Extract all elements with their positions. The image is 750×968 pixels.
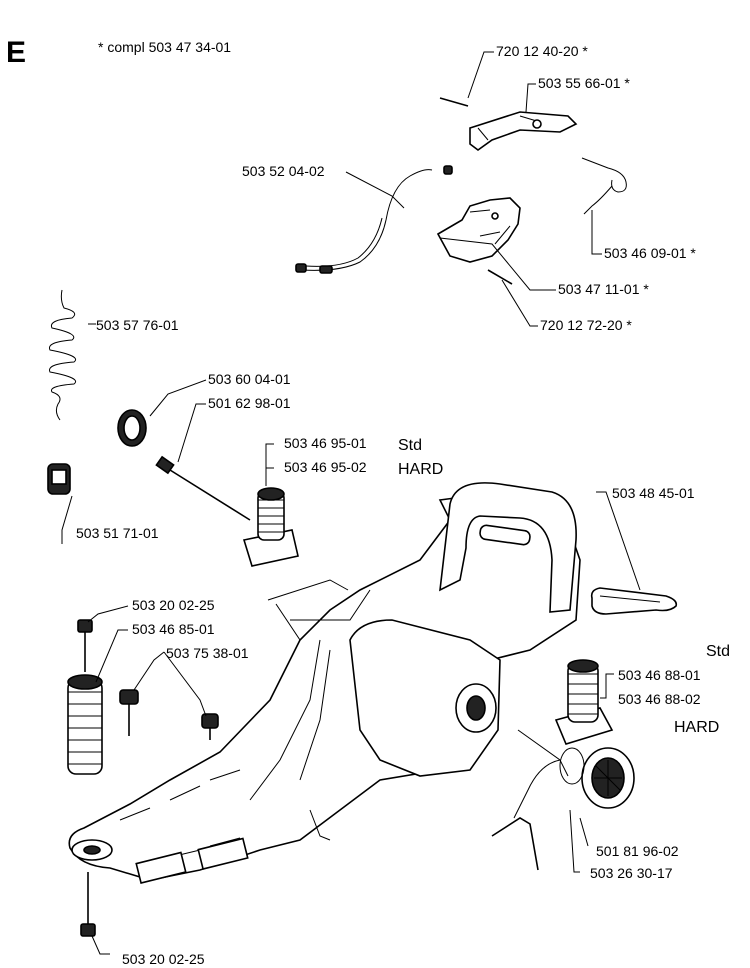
part-labels: 720 12 40-20 * 503 55 66-01 * 503 52 04-… [76,43,730,967]
label-501-81-96-02: 501 81 96-02 [596,843,679,859]
label-503-46-95-02: 503 46 95-02 [284,459,367,475]
label-503-20-02-25-bottom: 503 20 02-25 [122,951,205,967]
label-503-52-04-02: 503 52 04-02 [242,163,325,179]
main-handle-housing-drawing [68,482,581,884]
label-503-46-88-01: 503 46 88-01 [618,667,701,683]
label-503-46-09-01: 503 46 09-01 * [604,245,696,261]
label-503-46-85-01: 503 46 85-01 [132,621,215,637]
label-hard-lower: HARD [674,719,719,736]
label-503-51-71-01: 503 51 71-01 [76,525,159,541]
throttle-trigger-drawing [295,97,627,285]
label-720-12-40-20: 720 12 40-20 * [496,43,588,59]
label-std-upper: Std [398,437,422,454]
label-503-75-38-01: 503 75 38-01 [166,645,249,661]
fuel-cap-drawing [491,747,635,871]
label-hard-upper: HARD [398,461,443,478]
compl-note: * compl 503 47 34-01 [98,39,231,55]
label-503-20-02-25-top: 503 20 02-25 [132,597,215,613]
av-spring-drawing [47,289,76,495]
label-503-60-04-01: 503 60 04-01 [208,371,291,387]
label-503-57-76-01: 503 57 76-01 [96,317,179,333]
label-501-62-98-01: 501 62 98-01 [208,395,291,411]
label-720-12-72-20: 720 12 72-20 * [540,317,632,333]
label-503-26-30-17: 503 26 30-17 [590,865,673,881]
av-element-front-drawing [67,619,219,937]
handle-grip-drawing [590,587,678,615]
section-letter: E [6,36,26,69]
av-element-upper-drawing [117,409,299,567]
label-503-46-95-01: 503 46 95-01 [284,435,367,451]
label-503-47-11-01: 503 47 11-01 * [558,281,649,297]
label-503-46-88-02: 503 46 88-02 [618,691,701,707]
av-element-rear-drawing [554,659,614,745]
label-503-48-45-01: 503 48 45-01 [612,485,695,501]
leader-lines [61,51,641,955]
label-503-55-66-01: 503 55 66-01 * [538,75,630,91]
label-std-lower: Std [706,643,730,660]
